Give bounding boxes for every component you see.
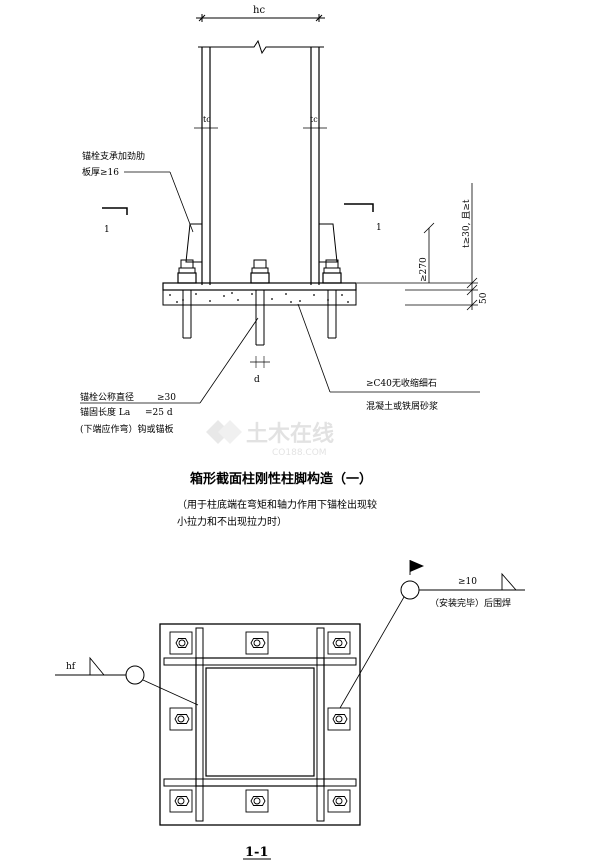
anchor-label-3: (下端应作弯）钩或锚板 [80, 423, 174, 435]
plan-bolt [327, 789, 351, 813]
watermark: 土木在线 CO188.COM [206, 420, 334, 458]
watermark-logo-icon [206, 420, 242, 444]
weld-note: （安装完毕）后围焊 [430, 597, 511, 609]
plan-bolt [245, 631, 269, 655]
fillet-weld-symbol-icon [501, 572, 517, 591]
section-mark-left: 1 [104, 225, 110, 235]
section-plan: ≥10 （安装完毕）后围焊 hf 1-1 [55, 560, 525, 860]
plan-base-plate [159, 623, 361, 826]
anchor-value-1: ≥30 [157, 393, 176, 403]
anchor-label-1: 锚栓公称直径 [80, 391, 134, 403]
plan-bolt [169, 707, 193, 731]
section-label: 1-1 [245, 845, 269, 860]
figure-note-2: 小拉力和不出现拉力时） [177, 515, 287, 528]
anchor-label-2: 锚固长度 La [80, 406, 131, 418]
dim-50: 50 [479, 292, 489, 304]
plan-bolt [245, 789, 269, 813]
grout-label-2: 混凝土或铁屑砂浆 [366, 400, 438, 412]
weld-all-around-icon [400, 580, 420, 600]
dim-d: d [254, 375, 260, 385]
anchor-bolt-right [322, 259, 342, 339]
dim-270: ≥270 [419, 257, 429, 282]
stiffener-label-1: 锚栓支承加劲肋 [82, 150, 145, 162]
dim-hc: hc [253, 5, 265, 16]
weld-size: ≥10 [458, 577, 477, 587]
break-line [198, 39, 324, 55]
grout-layer [162, 289, 357, 306]
plan-bolt [169, 631, 193, 655]
dim-tc-left: tc [203, 115, 211, 124]
anchor-bolt-left [177, 259, 197, 339]
base-plate [162, 282, 357, 291]
column-elevation: hc tc tc 锚栓支承加劲肋 板厚≥16 1 1 [80, 5, 489, 435]
section-mark-right: 1 [376, 223, 382, 233]
stiffener-left [185, 223, 203, 263]
stiffener-right [318, 223, 338, 263]
grout-label-1: ≥C40无收缩细石 [366, 377, 437, 389]
watermark-sub: CO188.COM [272, 448, 327, 458]
dim-t: t≥30, 且≥t [461, 199, 472, 248]
plan-bolt [169, 789, 193, 813]
weld-all-around-left-icon [125, 665, 145, 685]
grout-hatch [169, 292, 349, 303]
plan-bolt [327, 631, 351, 655]
dim-tc-right: tc [310, 115, 318, 124]
figure-title: 箱形截面柱刚性柱脚构造（一） [190, 471, 372, 487]
anchor-bolt-center [250, 259, 270, 346]
stiffener-label-2: 板厚≥16 [82, 166, 119, 178]
plan-bolt [327, 707, 351, 731]
anchor-value-2: =25 d [145, 408, 173, 418]
hf-label: hf [66, 662, 76, 672]
watermark-text: 土木在线 [246, 421, 334, 447]
field-weld-flag-icon [410, 560, 424, 572]
figure-note-1: （用于柱底端在弯矩和轴力作用下锚栓出现较 [177, 498, 377, 511]
fillet-weld-left-icon [89, 656, 105, 676]
